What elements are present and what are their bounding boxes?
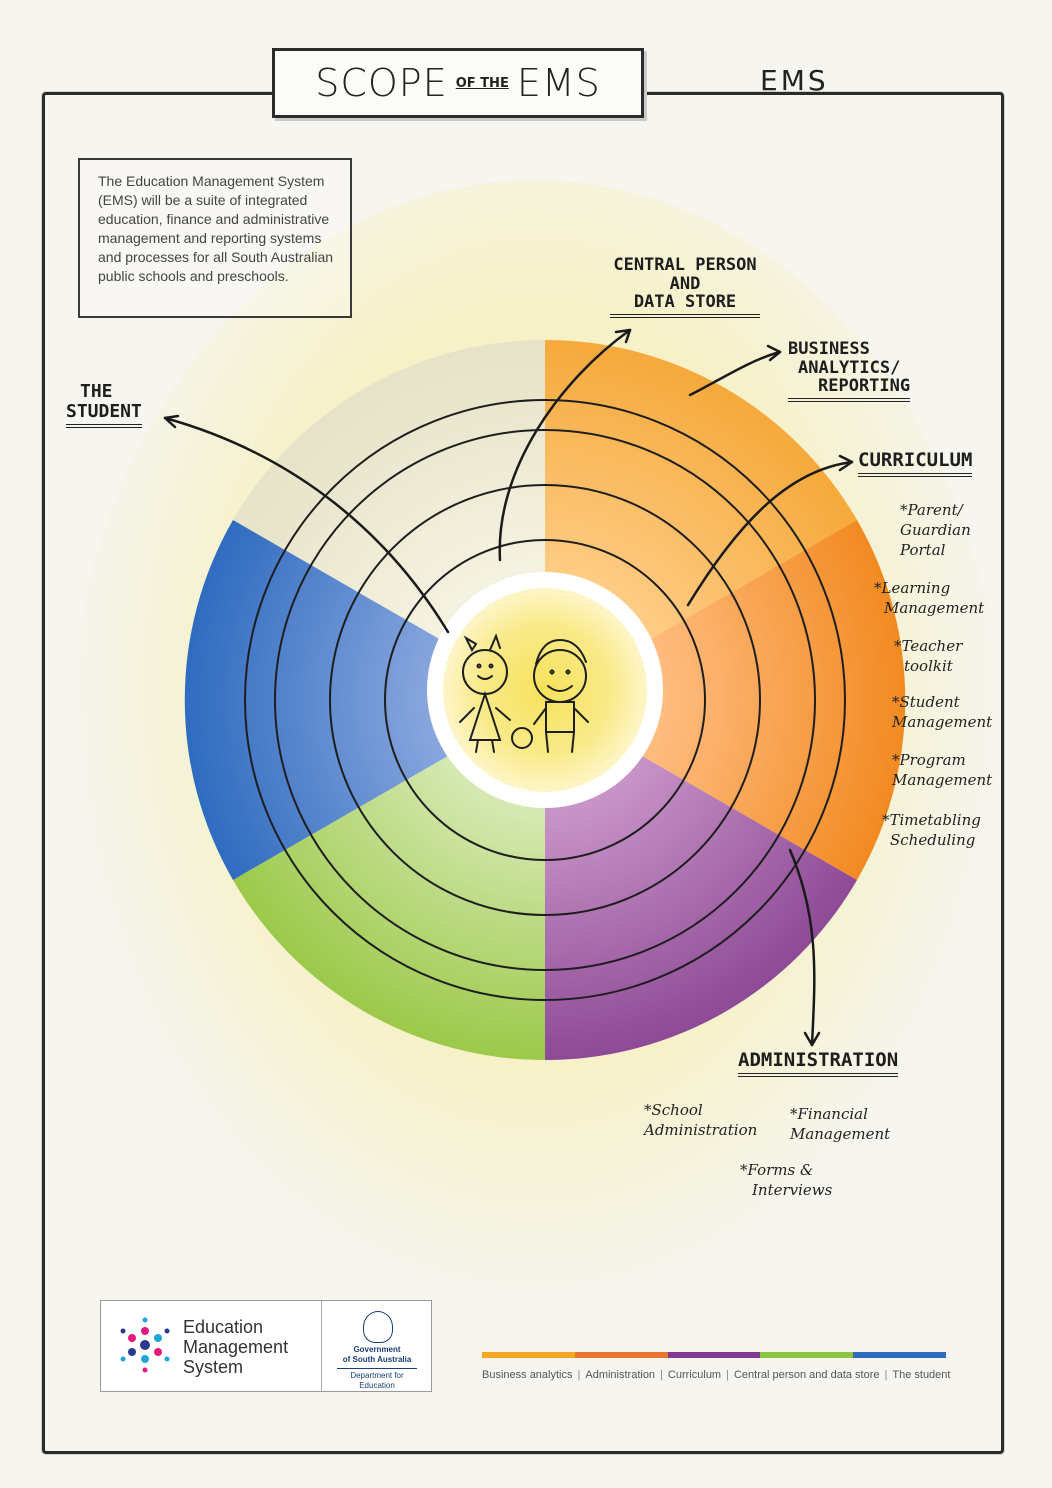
- children-doodle: [459, 633, 589, 753]
- curriculum-item-learning: *Learning Management: [874, 579, 985, 617]
- curriculum-item-timetabling: *Timetabling Scheduling: [882, 811, 981, 849]
- sector-administration: [545, 700, 857, 1060]
- arrow-central: [498, 328, 632, 562]
- title-of-the: OF THE: [455, 75, 509, 91]
- title-box: SCOPE OF THE EMS: [272, 48, 644, 118]
- title-scope: SCOPE: [315, 61, 448, 105]
- label-administration: ADMINISTRATION: [738, 1050, 899, 1077]
- intro-text: The Education Management System (EMS) wi…: [78, 158, 352, 318]
- footer-link-student: The student: [892, 1369, 951, 1381]
- footer-link-administration: Administration: [585, 1369, 656, 1381]
- label-central-person: CENTRAL PERSON AND DATA STORE: [610, 256, 760, 319]
- title-ems: EMS: [516, 61, 601, 105]
- arrow-administration: [788, 848, 816, 1047]
- arrow-student: [163, 416, 450, 634]
- ems-logo-text: Education Management System: [183, 1317, 289, 1377]
- arrow-business: [688, 350, 782, 397]
- curriculum-item-program: *Program Management: [892, 751, 993, 789]
- label-curriculum: CURRICULUM: [858, 450, 973, 477]
- footer-color-bar: [482, 1352, 946, 1358]
- admin-item-forms: *Forms & Interviews: [740, 1161, 833, 1199]
- curriculum-item-teacher-toolkit: *Teacher toolkit: [894, 637, 963, 675]
- sector-student-blue: [184, 520, 545, 880]
- ems-tag: EMS: [760, 64, 829, 97]
- ems-logo-icon: [120, 1317, 170, 1373]
- sector-green: [233, 700, 545, 1060]
- curriculum-item-parent-portal: *Parent/ Guardian Portal: [900, 501, 971, 559]
- curriculum-item-student: *Student Management: [892, 693, 993, 731]
- admin-item-school: *School Administration: [644, 1101, 758, 1139]
- government-crest-icon: [363, 1311, 393, 1343]
- sector-curriculum: [545, 520, 906, 880]
- label-the-student: THE STUDENT: [66, 382, 142, 428]
- bar-segment-business: [482, 1352, 575, 1358]
- arrow-curriculum: [686, 460, 854, 607]
- label-business-analytics: BUSINESS ANALYTICS/ REPORTING: [788, 340, 911, 403]
- footer-links: Business analytics|Administration|Curric…: [482, 1369, 951, 1381]
- bar-segment-curriculum: [667, 1352, 761, 1358]
- bar-segment-administration: [574, 1352, 668, 1358]
- bar-segment-central: [760, 1352, 854, 1358]
- government-logo-text: Government of South Australia Department…: [337, 1345, 417, 1391]
- logo-divider: [321, 1301, 322, 1391]
- bar-segment-student: [853, 1352, 946, 1358]
- admin-item-financial: *Financial Management: [790, 1105, 891, 1143]
- footer-link-central: Central person and data store: [733, 1369, 880, 1381]
- logo-box: Education Management System Government o…: [100, 1300, 432, 1392]
- footer-link-curriculum: Curriculum: [667, 1369, 722, 1381]
- footer-link-business: Business analytics: [482, 1369, 573, 1381]
